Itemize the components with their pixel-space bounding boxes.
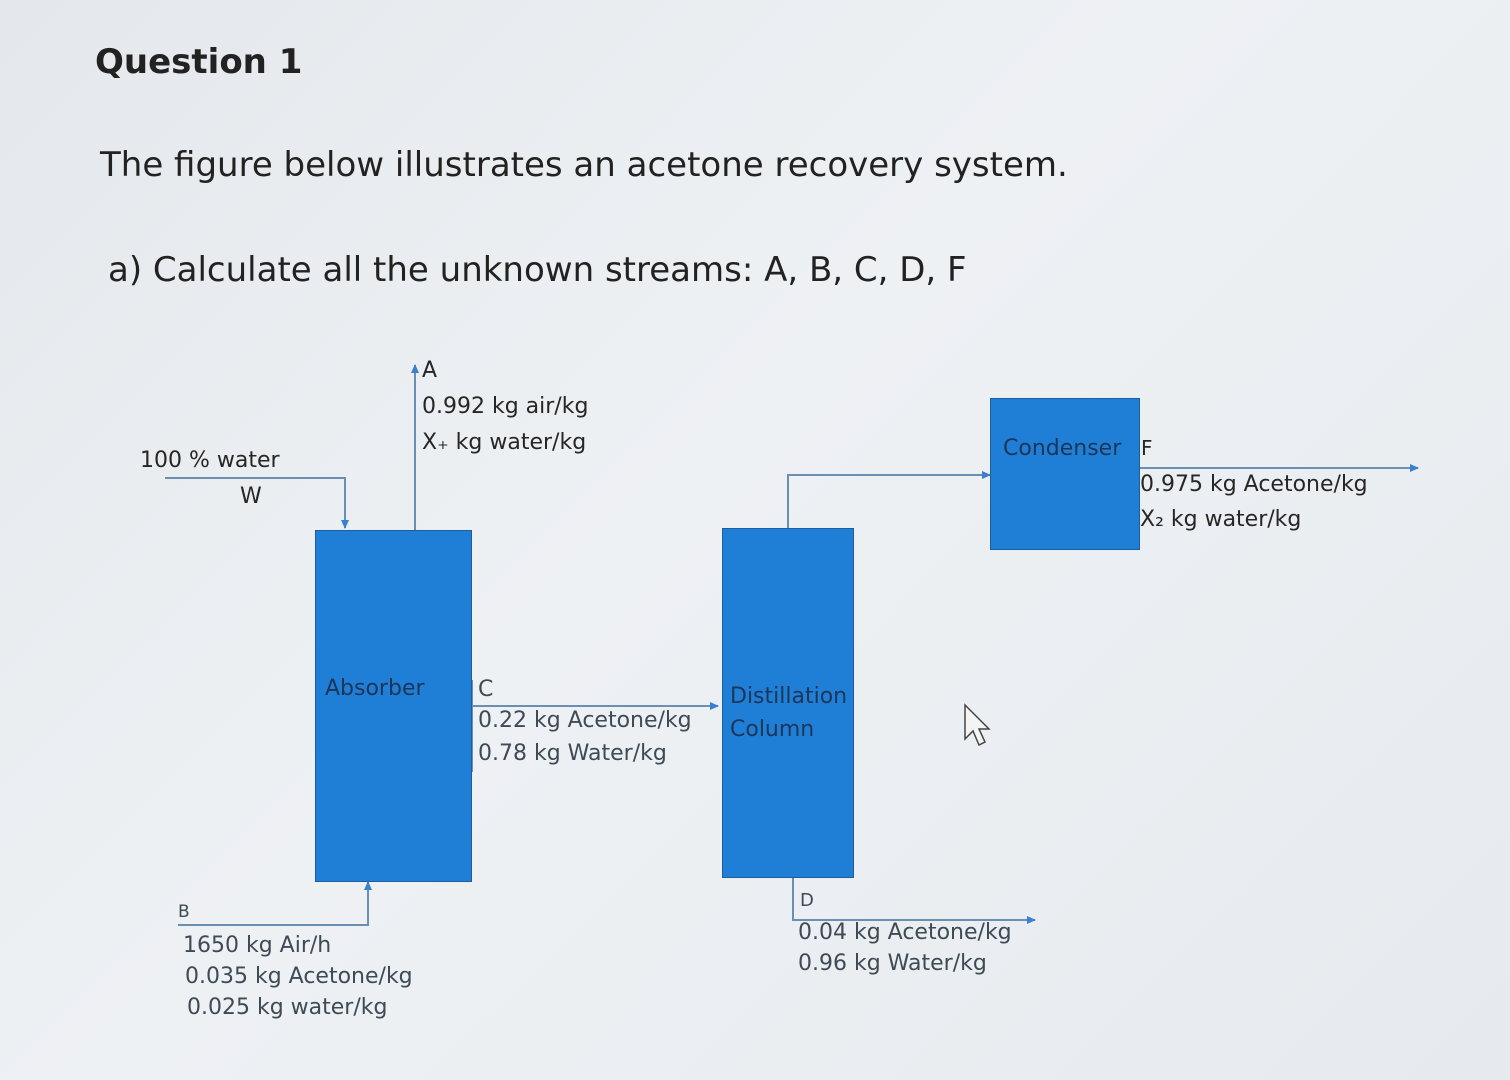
- stream-d-line: [792, 878, 1036, 924]
- stream-d-line2: 0.96 kg Water/kg: [798, 951, 987, 976]
- stream-b-line1: 1650 kg Air/h: [183, 933, 332, 958]
- distillation-label-line2: Column: [730, 717, 815, 742]
- question-heading: Question 1: [95, 42, 303, 82]
- stream-a-label: A: [422, 358, 438, 383]
- question-part-a: a) Calculate all the unknown streams: A,…: [108, 250, 967, 290]
- stream-b-line: [178, 881, 372, 926]
- condenser-unit: [990, 398, 1140, 550]
- question-intro: The figure below illustrates an acetone …: [100, 145, 1068, 185]
- absorber-label: Absorber: [325, 676, 425, 701]
- mouse-pointer-icon: [964, 703, 991, 747]
- stream-b-line2: 0.035 kg Acetone/kg: [185, 964, 413, 989]
- stream-w-top-label: 100 % water: [140, 448, 280, 473]
- stream-c-line1: 0.22 kg Acetone/kg: [478, 708, 692, 733]
- absorber-unit: [315, 530, 472, 882]
- stream-a-line2: X₊ kg water/kg: [422, 430, 587, 455]
- stream-b-line3: 0.025 kg water/kg: [187, 995, 388, 1020]
- stream-w-label: W: [240, 484, 262, 509]
- stream-d-line1: 0.04 kg Acetone/kg: [798, 920, 1012, 945]
- stream-d-label: D: [800, 890, 814, 911]
- distillation-label-line1: Distillation: [730, 684, 848, 709]
- stream-f-label: F: [1141, 436, 1153, 460]
- stream-a-line1: 0.992 kg air/kg: [422, 394, 589, 419]
- condenser-label: Condenser: [1003, 436, 1122, 461]
- distillation-column-unit: [722, 528, 854, 878]
- stream-b-label: B: [178, 902, 190, 922]
- stream-c-line2: 0.78 kg Water/kg: [478, 741, 667, 766]
- stream-f-line1: 0.975 kg Acetone/kg: [1140, 472, 1368, 497]
- stream-f-line2: X₂ kg water/kg: [1140, 507, 1302, 532]
- stream-overhead-line: [787, 471, 991, 528]
- stream-c-label: C: [478, 677, 494, 702]
- stream-w-line: [165, 477, 349, 529]
